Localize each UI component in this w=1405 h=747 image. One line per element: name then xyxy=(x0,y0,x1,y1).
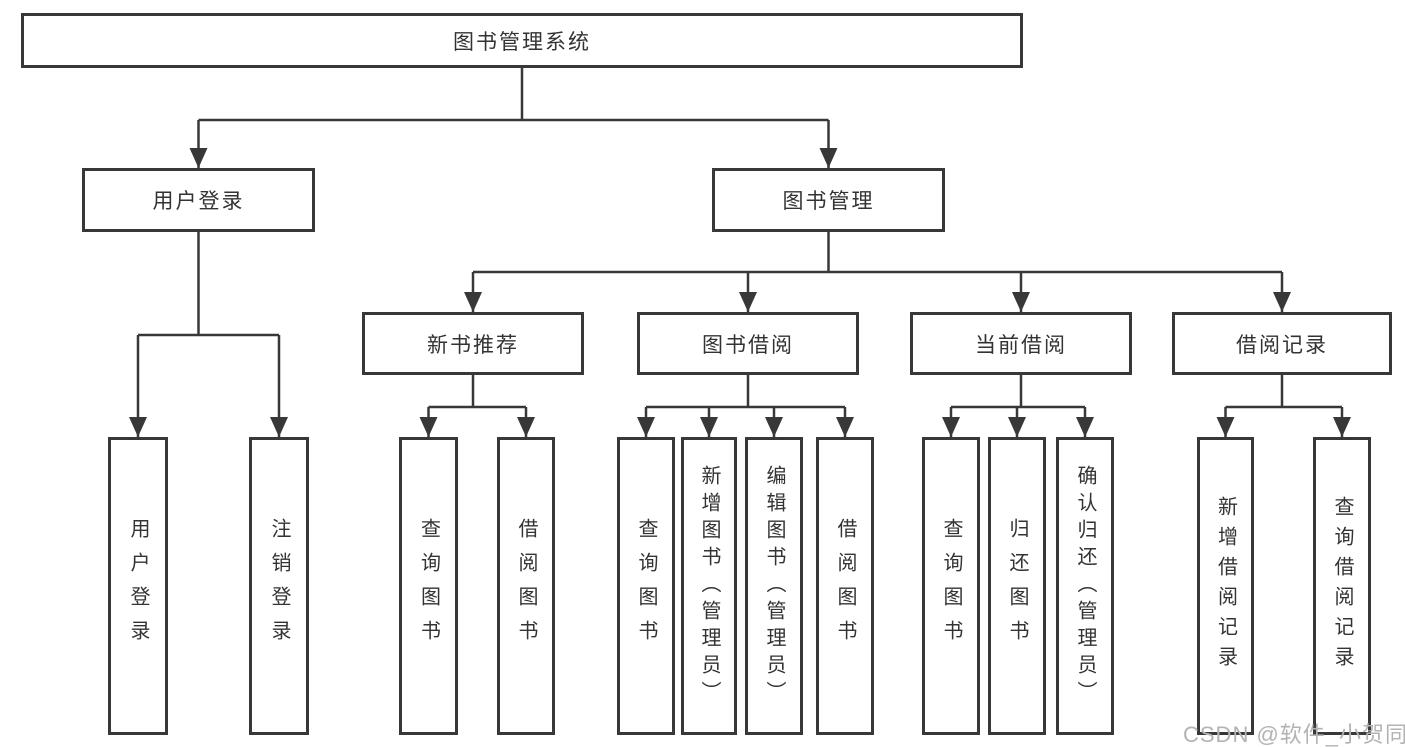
leaf-return-books-label: 归还图书 xyxy=(1006,518,1028,654)
leaf-query-books-recommend: 查询图书 xyxy=(399,437,458,735)
node-root: 图书管理系统 xyxy=(21,13,1023,68)
node-root-label: 图书管理系统 xyxy=(453,30,591,54)
leaf-confirm-return-admin: 确认归还（管理员） xyxy=(1056,437,1114,735)
leaf-add-book-admin-label: 新增图书（管理员） xyxy=(698,464,720,708)
leaf-query-books-current: 查询图书 xyxy=(922,437,980,735)
leaf-query-borrow-record: 查询借阅记录 xyxy=(1313,437,1371,735)
node-borrowing-records-label: 借阅记录 xyxy=(1236,333,1328,357)
leaf-logout-label: 注销登录 xyxy=(268,518,290,654)
connector-root-to-level2 xyxy=(189,68,838,168)
leaf-add-borrow-record-label: 新增借阅记录 xyxy=(1214,496,1237,676)
node-book-management: 图书管理 xyxy=(712,168,945,232)
node-current-borrowing: 当前借阅 xyxy=(910,312,1132,375)
leaf-logout: 注销登录 xyxy=(249,437,309,735)
leaf-query-books-borrowing: 查询图书 xyxy=(617,437,675,735)
csdn-watermark: CSDN @软件_小贺同学 xyxy=(1183,722,1405,747)
leaf-user-login: 用户登录 xyxy=(108,437,168,735)
node-user-login: 用户登录 xyxy=(82,168,315,232)
leaf-borrow-books-borrowing: 借阅图书 xyxy=(816,437,874,735)
leaf-query-borrow-record-label: 查询借阅记录 xyxy=(1331,496,1353,676)
connector-user-login-children xyxy=(129,232,288,437)
node-new-book-recommend: 新书推荐 xyxy=(362,312,584,375)
leaf-return-books: 归还图书 xyxy=(988,437,1046,735)
connector-borrowing-records-children xyxy=(1216,375,1351,437)
connector-new-book-children xyxy=(419,375,535,437)
node-user-login-label: 用户登录 xyxy=(152,190,245,213)
node-book-management-label: 图书管理 xyxy=(782,190,875,213)
node-borrowing-records: 借阅记录 xyxy=(1172,312,1392,375)
leaf-borrow-books-recommend-label: 借阅图书 xyxy=(515,518,537,654)
leaf-confirm-return-admin-label: 确认归还（管理员） xyxy=(1074,464,1096,708)
node-book-borrowing: 图书借阅 xyxy=(637,312,859,375)
connector-book-management-children xyxy=(464,232,1291,312)
leaf-query-books-current-label: 查询图书 xyxy=(940,518,962,654)
leaf-borrow-books-recommend: 借阅图书 xyxy=(497,437,555,735)
leaf-user-login-label: 用户登录 xyxy=(127,518,149,654)
leaf-add-borrow-record: 新增借阅记录 xyxy=(1197,437,1254,735)
node-new-book-recommend-label: 新书推荐 xyxy=(427,333,519,357)
leaf-query-books-borrowing-label: 查询图书 xyxy=(635,518,657,654)
leaf-edit-book-admin-label: 编辑图书（管理员） xyxy=(763,464,785,708)
node-current-borrowing-label: 当前借阅 xyxy=(975,333,1067,357)
leaf-edit-book-admin: 编辑图书（管理员） xyxy=(745,437,803,735)
connector-book-borrowing-children xyxy=(637,375,854,437)
leaf-borrow-books-borrowing-label: 借阅图书 xyxy=(834,518,856,654)
leaf-query-books-recommend-label: 查询图书 xyxy=(417,518,440,654)
node-book-borrowing-label: 图书借阅 xyxy=(702,333,794,357)
connector-current-borrowing-children xyxy=(942,375,1094,437)
leaf-add-book-admin: 新增图书（管理员） xyxy=(681,437,737,735)
